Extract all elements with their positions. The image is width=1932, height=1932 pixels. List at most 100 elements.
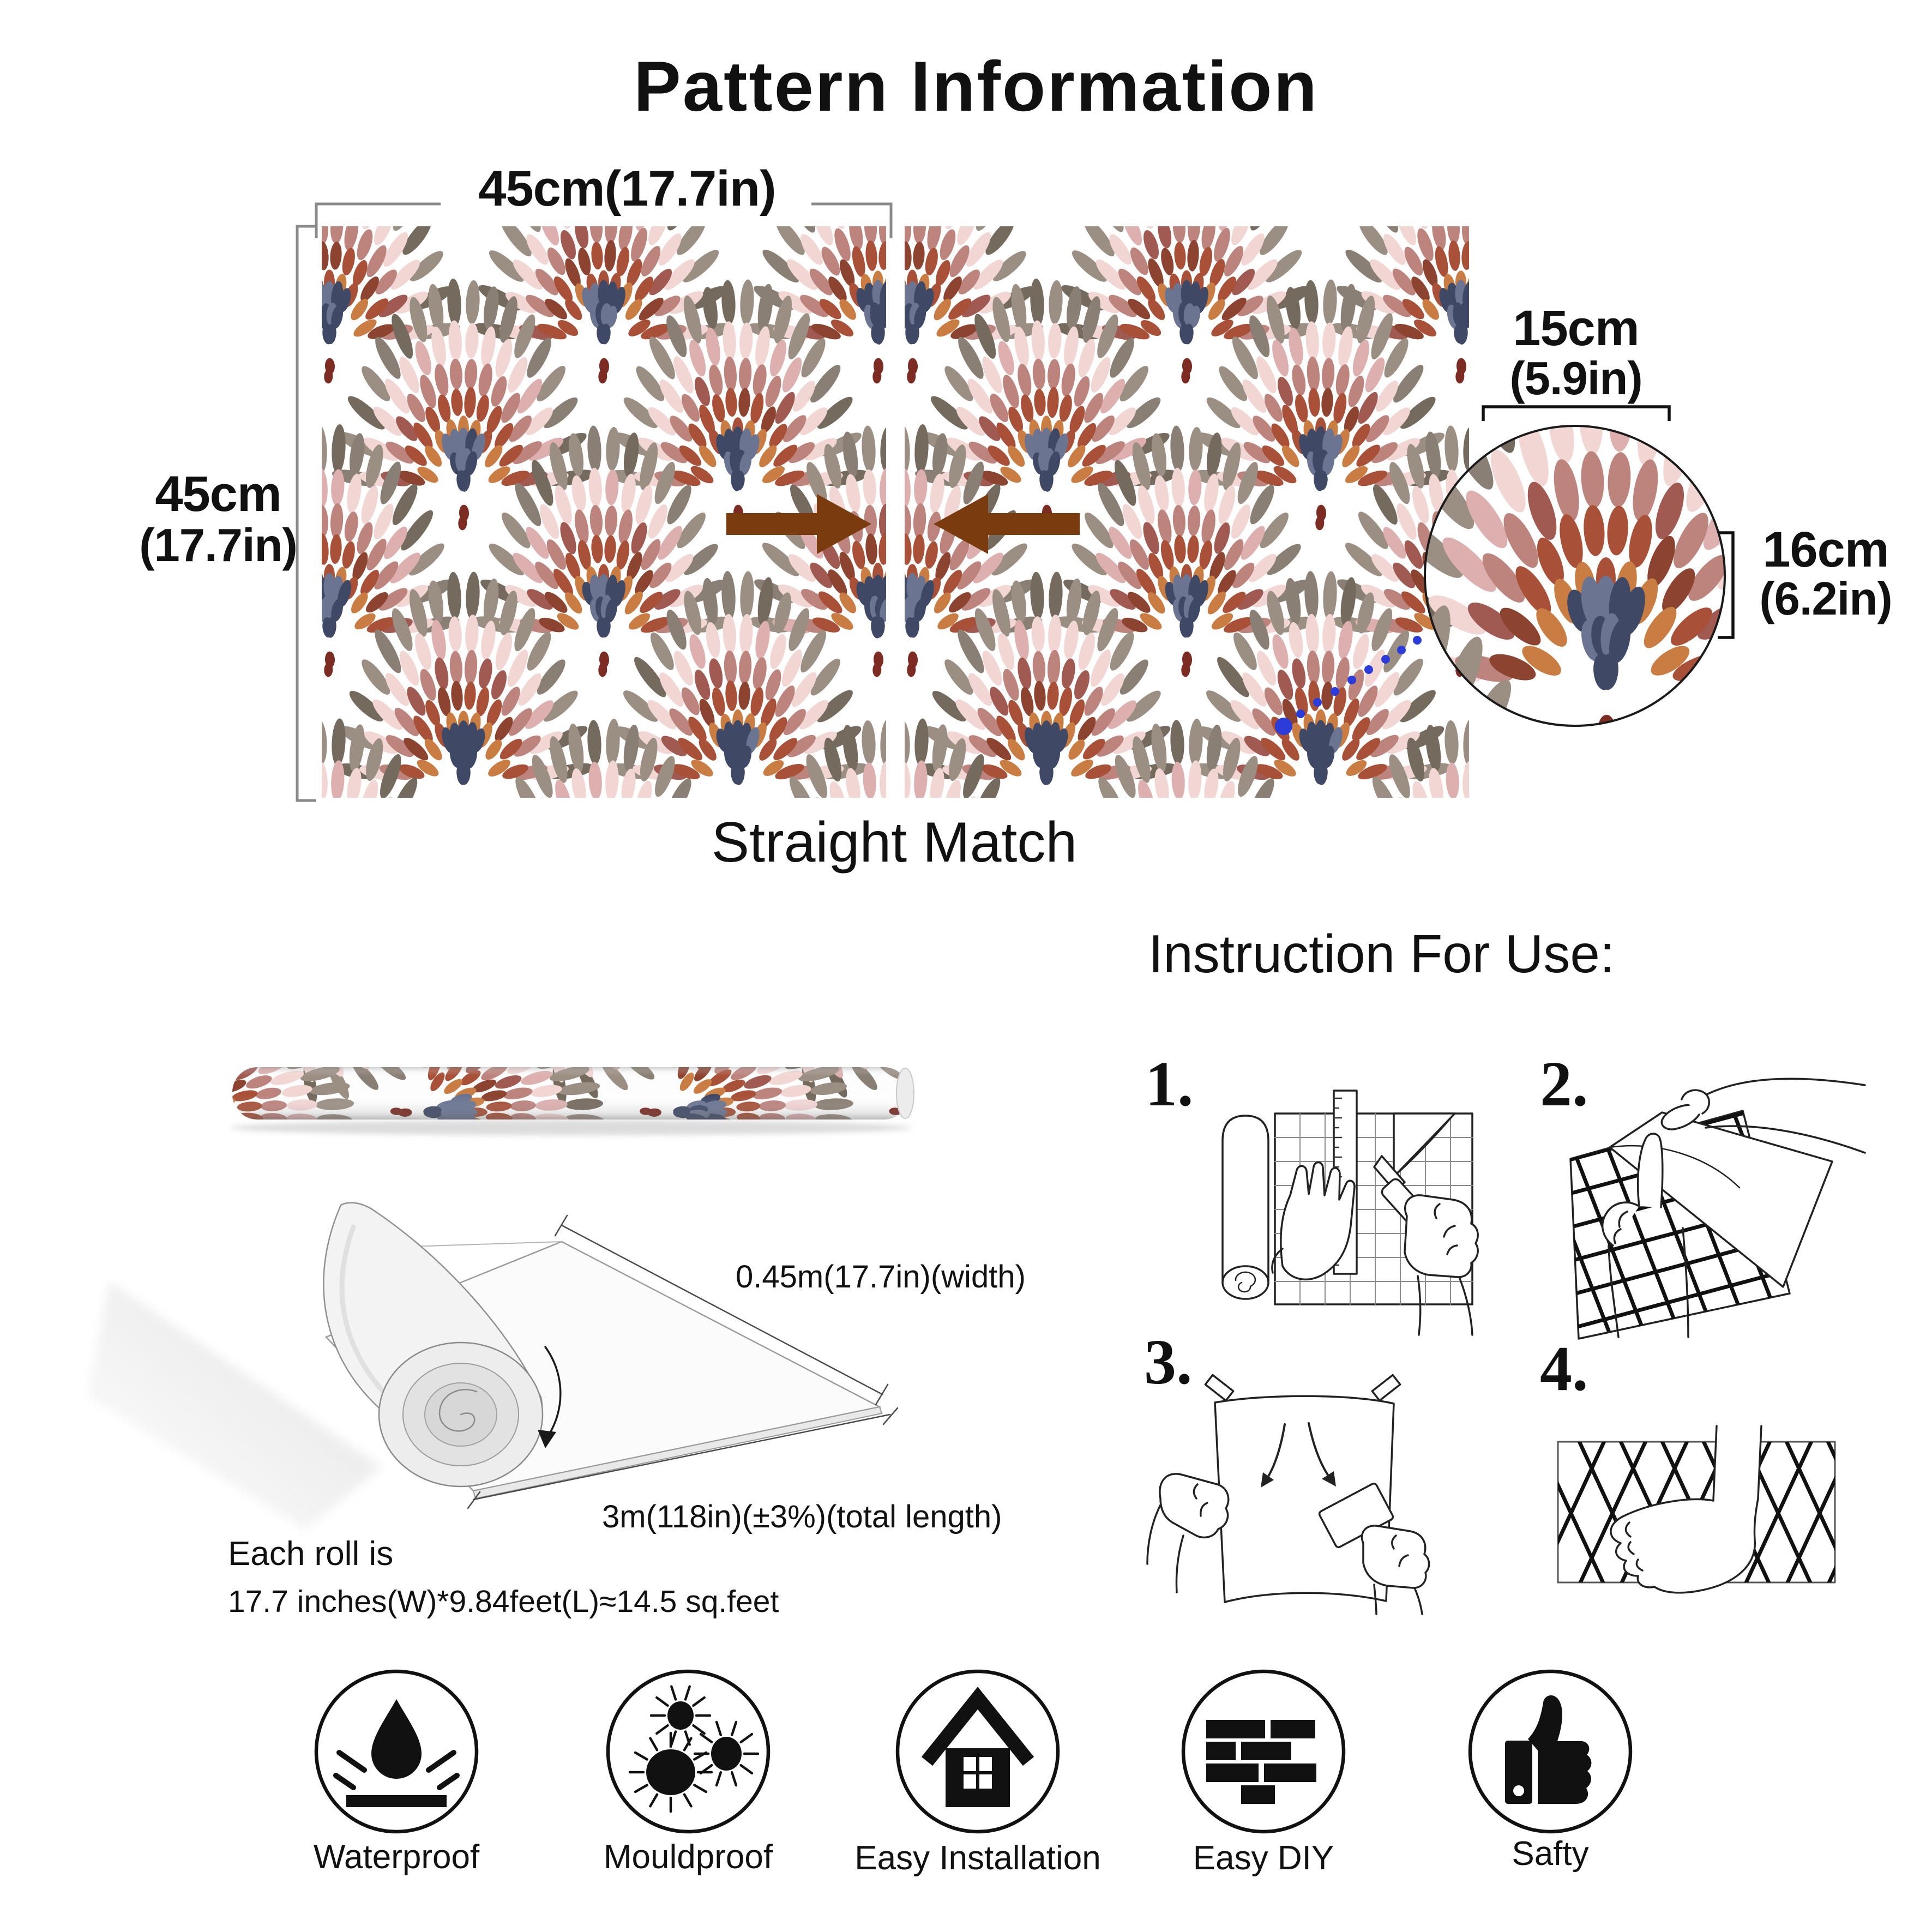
instructions-heading: Instruction For Use: <box>1148 924 1615 984</box>
detail-height-label-line1: 16cm <box>1762 522 1889 577</box>
germ-spike <box>634 1751 648 1761</box>
feature-label-easy-diy: Easy DIY <box>1193 1839 1334 1877</box>
folded-corner <box>1393 1112 1456 1178</box>
detail-height-label-line2: (6.2in) <box>1759 573 1892 625</box>
detail-width-bracket <box>1482 405 1671 421</box>
germ-spike <box>699 1764 713 1775</box>
detail-height-bracket <box>1718 531 1735 639</box>
cut-wallpaper-illustration <box>1221 1090 1479 1336</box>
pointing-finger <box>1636 1133 1664 1208</box>
germ-spike <box>730 1720 738 1737</box>
germ-spike <box>649 1737 659 1752</box>
hung-sheet <box>1214 1395 1395 1603</box>
left-height-bracket <box>296 225 316 802</box>
germ-spike <box>634 1784 648 1793</box>
pressing-hand <box>1280 1161 1356 1281</box>
pressing-hand-step4 <box>1610 1425 1762 1594</box>
house-icon <box>895 1669 1060 1834</box>
roll-illustration <box>87 1202 899 1530</box>
right-arrow-head <box>817 494 871 554</box>
germ-spike <box>655 1724 669 1735</box>
water-drop-icon <box>314 1669 479 1834</box>
press-flat-illustration <box>1557 1425 1836 1594</box>
squeegee-arm <box>1373 1584 1423 1615</box>
locator-dot <box>1381 655 1390 664</box>
detail-locator-dots <box>1275 636 1422 735</box>
roll-size-line1: Each roll is <box>228 1535 394 1573</box>
swatch-width-label: 45cm(17.7in) <box>478 161 776 216</box>
germ-spike <box>692 1696 706 1707</box>
length-dimension-line <box>472 1413 891 1501</box>
page-title: Pattern Information <box>634 46 1319 126</box>
smooth-arrow-right <box>1308 1422 1332 1480</box>
holding-hand <box>1159 1473 1230 1539</box>
feature-label-mouldproof: Mouldproof <box>603 1838 773 1876</box>
step-number-1: 1. <box>1145 1048 1194 1120</box>
brick-wall-icon <box>1181 1669 1346 1834</box>
tube-end-cap <box>896 1068 914 1119</box>
unroll-arrow <box>544 1346 562 1436</box>
germ-spike <box>684 1685 691 1701</box>
width-dimension-line <box>561 1224 883 1395</box>
germ-spike <box>683 1737 693 1752</box>
step-number-3: 3. <box>1144 1326 1193 1398</box>
feature-icons <box>314 1669 1633 1834</box>
top-width-bracket <box>315 202 893 238</box>
floor-shadow <box>87 1281 382 1530</box>
swatch-height-label-line2: (17.7in) <box>139 520 298 571</box>
pattern-detail-circle <box>1424 425 1726 727</box>
pinch-finger <box>1681 1089 1710 1115</box>
swatch-height-label-line1: 45cm <box>155 466 281 522</box>
roll-spiral-end <box>1235 1271 1256 1293</box>
feature-label-safty: Safty <box>1512 1835 1589 1873</box>
length-dimension-ticks <box>467 1407 899 1509</box>
right-arrow-shaft <box>726 513 818 535</box>
tape-left <box>1204 1374 1235 1402</box>
germ-spike <box>649 1793 659 1808</box>
squeegee-hand <box>1361 1525 1430 1589</box>
feature-label-easy-installation: Easy Installation <box>854 1839 1101 1877</box>
locator-dot <box>1347 676 1356 684</box>
locator-dot <box>1275 718 1292 735</box>
germ-spike <box>715 1720 723 1737</box>
roll-spiral <box>438 1389 478 1432</box>
detail-width-label-line1: 15cm <box>1513 300 1639 356</box>
germ-spike <box>693 1784 708 1793</box>
peeled-backing <box>1609 1111 1833 1288</box>
germ-spike <box>715 1771 723 1787</box>
wallpaper-swatch-right <box>905 226 1469 798</box>
locator-dot <box>1413 636 1422 645</box>
germ-spike <box>683 1793 693 1808</box>
thumbs-up-icon <box>1468 1669 1633 1834</box>
pattern-roll-tube <box>232 1067 914 1120</box>
roll-width-label: 0.45m(17.7in)(width) <box>736 1259 1026 1295</box>
holding-arm <box>1146 1504 1184 1593</box>
paper-roll <box>1221 1115 1269 1284</box>
locator-dot <box>1364 665 1373 674</box>
lower-arm <box>1608 1227 1689 1338</box>
smooth-arrow-left <box>1265 1423 1286 1481</box>
locator-dot <box>1313 698 1322 707</box>
germ-spike <box>730 1771 738 1787</box>
left-arrow-head <box>934 494 988 554</box>
pinch-thumb <box>1660 1104 1700 1130</box>
germ-spike <box>692 1724 706 1735</box>
germ-spike <box>739 1764 754 1775</box>
germ-spike <box>670 1685 677 1701</box>
hang-smooth-illustration <box>1146 1374 1430 1615</box>
wallpaper-swatch-left <box>322 226 886 798</box>
germ-spike <box>655 1696 669 1707</box>
germ-spike <box>699 1732 713 1744</box>
detail-width-label-line2: (5.9in) <box>1509 353 1642 405</box>
mould-germs-icon <box>606 1669 771 1834</box>
roll-size-line2: 17.7 inches(W)*9.84feet(L)≈14.5 sq.feet <box>228 1584 779 1619</box>
germ-spike <box>739 1732 754 1744</box>
germ-spike <box>670 1730 677 1746</box>
cutting-hand <box>1404 1194 1479 1278</box>
seam-match-arrows <box>726 494 1080 554</box>
peel-backing-illustration <box>1569 1078 1866 1340</box>
left-arrow-shaft <box>988 513 1080 535</box>
step-number-2: 2. <box>1540 1048 1588 1120</box>
